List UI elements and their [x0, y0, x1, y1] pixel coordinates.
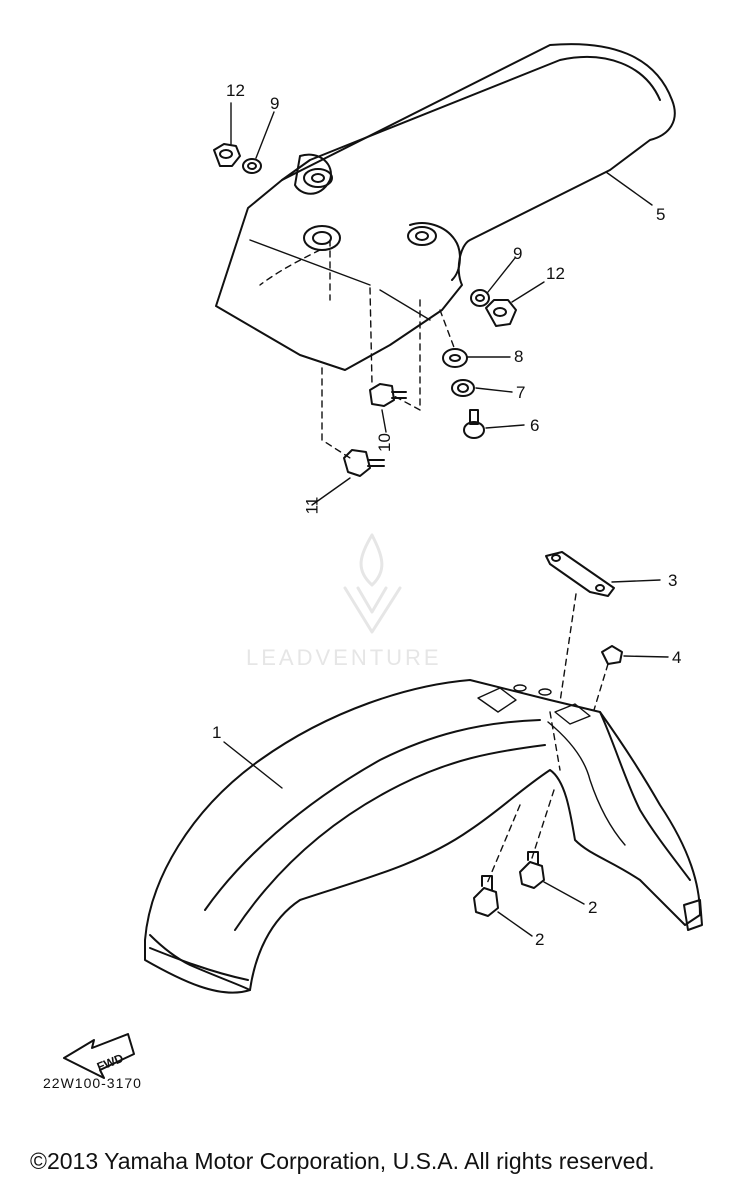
washer-9-right [470, 289, 490, 307]
copyright-notice: ©2013 Yamaha Motor Corporation, U.S.A. A… [30, 1148, 655, 1174]
callout-9-right: 9 [513, 244, 523, 263]
callout-3: 3 [668, 571, 678, 590]
bolt-11 [343, 449, 385, 477]
callout-10: 10 [374, 433, 394, 452]
callout-4: 4 [672, 648, 682, 667]
watermark-text: LEADVENTURE [246, 645, 442, 670]
nut-12-left [213, 143, 241, 167]
callout-2-upper: 2 [588, 898, 598, 917]
rear-fender [215, 43, 676, 371]
callout-9-left: 9 [270, 94, 280, 113]
brace-3 [545, 551, 615, 597]
callout-12-right: 12 [546, 264, 565, 283]
nut-2-upper [519, 851, 545, 889]
forward-arrow [63, 1033, 135, 1079]
callout-5: 5 [656, 205, 666, 224]
washer-9-left [242, 158, 262, 174]
callout-1: 1 [212, 723, 222, 742]
nut-2-lower [473, 875, 499, 917]
drawing-code: 22W100-3170 [43, 1075, 142, 1091]
nut-12-right [485, 299, 517, 327]
collar-7 [451, 379, 475, 397]
nut-4 [601, 645, 623, 665]
callout-7: 7 [516, 383, 526, 402]
callout-11: 11 [302, 496, 322, 515]
forward-label: FWD [95, 1051, 126, 1074]
callout-8: 8 [514, 347, 524, 366]
bolt-10 [369, 383, 407, 407]
watermark-logo [343, 533, 402, 634]
front-fender [144, 679, 703, 994]
bolt-6 [463, 409, 485, 439]
callout-12-left: 12 [226, 81, 245, 100]
callout-2-lower: 2 [535, 930, 545, 949]
callout-6: 6 [530, 416, 540, 435]
washer-8 [442, 348, 468, 368]
